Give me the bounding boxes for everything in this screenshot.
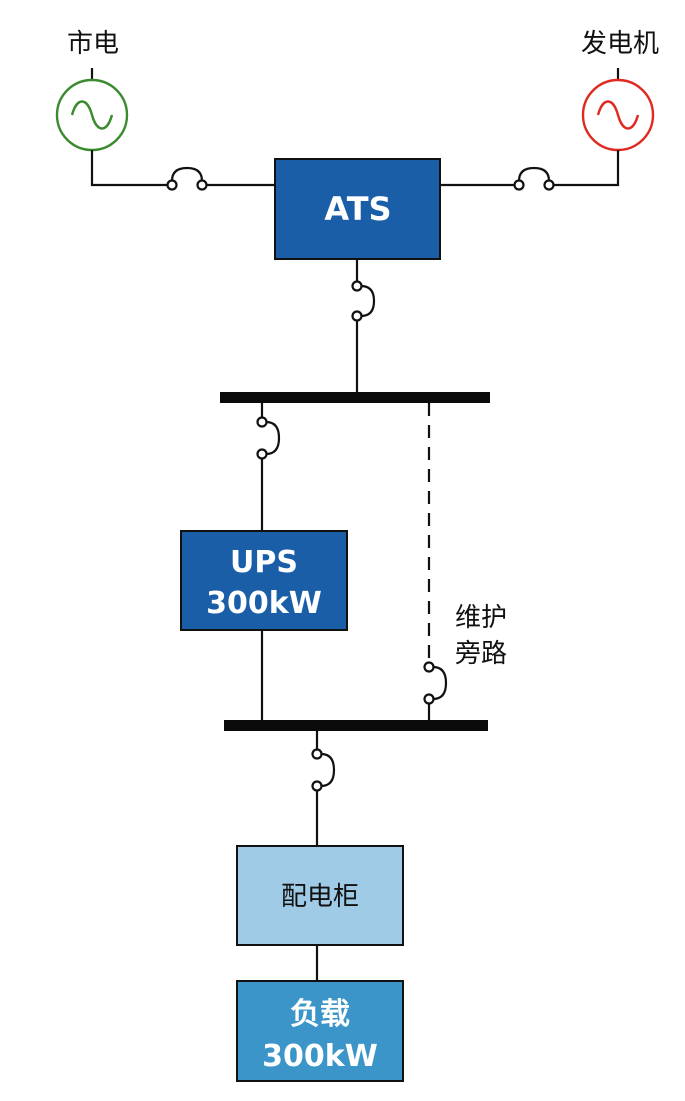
generator-label: 发电机	[581, 29, 659, 59]
utility-label: 市电	[67, 29, 119, 59]
utility-source-icon	[55, 78, 129, 152]
utility-breaker-icon	[166, 166, 208, 191]
load-box: 负载 300kW	[236, 980, 404, 1082]
ats-box: ATS	[274, 158, 441, 260]
distribution-panel-box: 配电柜	[236, 845, 404, 946]
distribution-panel-label: 配电柜	[281, 882, 359, 912]
ats-label: ATS	[324, 190, 391, 228]
bypass-label-line1: 维护	[455, 603, 507, 633]
load-label: 负载	[290, 997, 350, 1032]
ups-rating-label: 300kW	[206, 586, 322, 621]
ups-input-breaker-icon	[256, 416, 281, 460]
bypass-breaker-icon	[423, 661, 448, 705]
output-breaker-icon	[311, 748, 336, 792]
ups-label: UPS	[230, 545, 298, 580]
input-busbar	[220, 392, 490, 403]
generator-breaker-icon	[513, 166, 555, 191]
bypass-label-line2: 旁路	[455, 639, 507, 669]
generator-source-icon	[581, 78, 655, 152]
ats-output-breaker-icon	[351, 280, 376, 322]
ups-box: UPS 300kW	[180, 530, 348, 631]
output-busbar	[224, 720, 488, 731]
load-rating-label: 300kW	[262, 1039, 378, 1074]
